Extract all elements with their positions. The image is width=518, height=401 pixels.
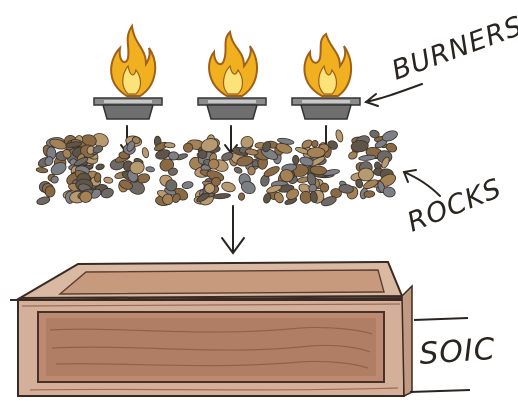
rock: [119, 179, 133, 190]
flame-icon: [208, 29, 258, 97]
rock: [358, 167, 374, 182]
rock: [274, 191, 284, 204]
rock: [358, 154, 377, 161]
rock: [348, 151, 358, 160]
rock: [236, 155, 254, 167]
rock: [172, 193, 181, 203]
rock: [183, 142, 194, 153]
rock: [382, 186, 396, 198]
rock: [233, 166, 243, 174]
burner-2: [197, 29, 267, 120]
burner-pan: [93, 97, 163, 120]
rock: [292, 154, 300, 165]
rock: [299, 156, 314, 167]
burners-label: BURNERS: [388, 11, 518, 87]
rock: [62, 149, 72, 159]
rock: [277, 137, 295, 145]
soil-label: SOIC: [418, 332, 497, 372]
burner-pan: [197, 97, 267, 120]
rock: [163, 142, 176, 149]
burners-label-group: BURNERS: [363, 11, 518, 107]
rock-layer: [35, 129, 398, 207]
burner-1: [93, 23, 163, 120]
rock: [181, 181, 194, 189]
planter-box: [9, 260, 413, 398]
rock: [381, 130, 398, 142]
rock: [266, 184, 282, 194]
rock: [103, 176, 114, 184]
rock: [74, 157, 89, 166]
rock: [335, 129, 344, 143]
rock: [168, 151, 180, 161]
rocks-label-group: ROCKS: [402, 169, 506, 239]
soil-level-tick: [413, 317, 469, 321]
burner-pan: [291, 97, 361, 120]
rock: [221, 181, 236, 193]
rock: [196, 192, 210, 203]
rock: [262, 141, 272, 153]
rock: [131, 136, 141, 144]
rock: [129, 160, 145, 175]
rock: [385, 142, 398, 153]
rock: [240, 135, 254, 149]
rock: [208, 158, 220, 170]
rock: [363, 179, 379, 190]
arrow-down-icon: [221, 205, 245, 255]
rock: [50, 162, 67, 176]
rock: [168, 167, 178, 176]
rock: [221, 152, 234, 161]
rock: [92, 145, 104, 154]
rock: [95, 163, 105, 171]
rock: [35, 167, 49, 174]
rock: [79, 190, 93, 203]
rock: [50, 175, 59, 184]
rock: [212, 193, 231, 200]
soil-level-tick: [409, 389, 471, 393]
rock: [306, 147, 326, 159]
rock: [363, 190, 376, 198]
flame-icon: [303, 32, 353, 97]
rock: [237, 192, 246, 201]
rock: [44, 185, 56, 198]
rock: [100, 187, 114, 199]
rock: [279, 169, 294, 183]
flame-icon: [110, 23, 157, 97]
rock: [240, 180, 256, 195]
rock: [141, 147, 149, 159]
rock: [65, 141, 83, 148]
rock: [381, 156, 390, 169]
rock: [165, 179, 178, 192]
burner-3: [291, 32, 361, 120]
rock: [309, 165, 327, 176]
rock: [355, 178, 364, 189]
rocks-label: ROCKS: [403, 173, 506, 239]
rock: [145, 166, 155, 173]
rock: [338, 184, 354, 194]
rock: [211, 176, 221, 187]
arrow-left-icon: [363, 83, 423, 107]
rock: [369, 129, 380, 139]
rock: [245, 148, 259, 156]
rock: [286, 188, 299, 200]
rock: [301, 139, 313, 149]
rock: [204, 183, 216, 194]
rock: [44, 156, 54, 166]
rock: [350, 140, 369, 153]
rock: [311, 140, 319, 148]
rock: [94, 172, 102, 183]
rock: [320, 196, 337, 207]
soil-label-group: SOIC: [409, 317, 497, 393]
rock: [200, 138, 219, 152]
rock: [162, 193, 174, 206]
rock: [309, 190, 318, 204]
rock: [319, 182, 330, 193]
rock: [36, 196, 51, 205]
rock: [247, 166, 256, 176]
burner-group: [93, 23, 361, 120]
rock: [263, 192, 272, 204]
rock: [263, 166, 280, 177]
arrow-left-icon: [402, 169, 441, 197]
